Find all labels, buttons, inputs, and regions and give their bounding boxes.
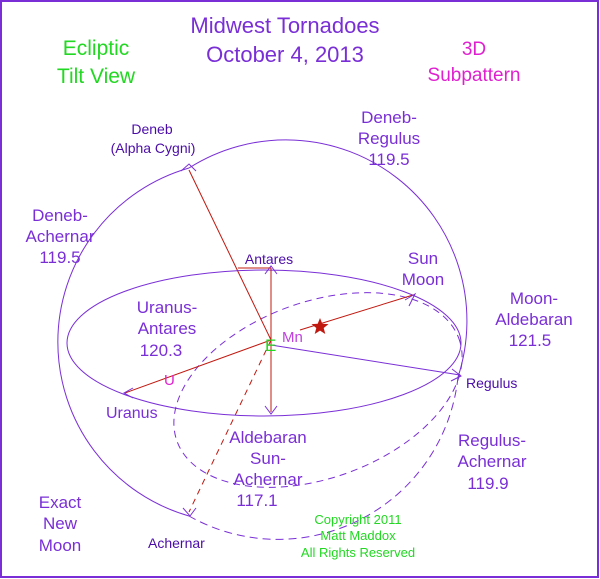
achernar-arrow bbox=[182, 507, 197, 517]
sun-moon-arrow bbox=[404, 292, 417, 307]
footnote-line-1: Exact bbox=[39, 493, 82, 512]
sun-achernar-label-line-2: Achernar bbox=[234, 470, 303, 489]
line-earth-uranus bbox=[124, 339, 272, 394]
line-earth-achernar bbox=[188, 339, 272, 513]
great-circle-upper-arc bbox=[188, 139, 468, 378]
deneb-label-line-2: (Alpha Cygni) bbox=[111, 140, 196, 156]
moon-label: Moon bbox=[402, 270, 445, 289]
uranus-antares-label-line-1: Uranus- bbox=[137, 298, 197, 317]
regulus-arrow bbox=[450, 368, 462, 382]
sun-achernar-label-line-1: Sun- bbox=[250, 449, 286, 468]
sun-star-icon bbox=[311, 318, 329, 334]
uranus-arrow bbox=[122, 387, 134, 399]
title-line-2: October 4, 2013 bbox=[206, 42, 364, 67]
view-label-line-1: Ecliptic bbox=[63, 37, 130, 60]
moon-aldebaran-label-line-2: Aldebaran bbox=[495, 310, 573, 329]
deneb-label-line-1: Deneb bbox=[131, 121, 172, 137]
deneb-achernar-label-line-2: Achernar bbox=[26, 227, 95, 246]
uranus-label: Uranus bbox=[106, 405, 158, 422]
antares-arrow bbox=[264, 265, 278, 275]
ecliptic-back-arc bbox=[66, 269, 462, 344]
moon-aldebaran-value: 121.5 bbox=[509, 331, 552, 350]
line-earth-deneb bbox=[188, 169, 272, 341]
copyright-line-3: All Rights Reserved bbox=[301, 545, 415, 560]
copyright-line-1: Copyright 2011 bbox=[314, 512, 401, 527]
uranus-antares-value: 120.3 bbox=[140, 341, 183, 360]
deneb-regulus-label-line-1: Deneb- bbox=[361, 108, 417, 127]
uranus-marker: U bbox=[164, 372, 175, 389]
aldebaran-arrow bbox=[264, 405, 278, 415]
regulus-label: Regulus bbox=[466, 375, 517, 391]
regulus-achernar-label-line-1: Regulus- bbox=[458, 431, 526, 450]
moon-aldebaran-label-line-1: Moon- bbox=[510, 289, 558, 308]
regulus-achernar-value: 119.9 bbox=[467, 474, 508, 493]
earth-label: E bbox=[265, 336, 276, 355]
tilted-orbit-ellipse bbox=[173, 292, 463, 488]
great-circle-left-arc bbox=[57, 167, 190, 517]
pattern-label-line-1: 3D bbox=[462, 39, 486, 60]
sun-achernar-value: 117.1 bbox=[236, 491, 277, 510]
deneb-regulus-value: 119.5 bbox=[368, 150, 409, 169]
pattern-label-line-2: Subpattern bbox=[428, 65, 521, 86]
line-earth-regulus bbox=[270, 344, 461, 376]
title-line-1: Midwest Tornadoes bbox=[190, 13, 379, 38]
deneb-arrow bbox=[180, 163, 197, 172]
antares-label: Antares bbox=[245, 251, 293, 267]
achernar-label: Achernar bbox=[148, 535, 205, 551]
uranus-antares-label-line-2: Antares bbox=[138, 319, 197, 338]
sun-label: Sun bbox=[408, 249, 438, 268]
footnote-line-3: Moon bbox=[39, 536, 82, 555]
deneb-achernar-value: 119.5 bbox=[39, 248, 80, 267]
moon-node-label: Mn bbox=[282, 329, 303, 346]
ecliptic-front-arc bbox=[66, 342, 462, 417]
copyright-line-2: Matt Maddox bbox=[320, 528, 396, 543]
regulus-achernar-label-line-2: Achernar bbox=[458, 452, 527, 471]
view-label-line-2: Tilt View bbox=[57, 65, 136, 88]
deneb-achernar-label-line-1: Deneb- bbox=[32, 206, 88, 225]
deneb-regulus-label-line-2: Regulus bbox=[358, 129, 420, 148]
great-circle-lower-right-arc bbox=[188, 376, 459, 540]
aldebaran-label: Aldebaran bbox=[229, 428, 307, 447]
footnote-line-2: New bbox=[43, 514, 78, 533]
